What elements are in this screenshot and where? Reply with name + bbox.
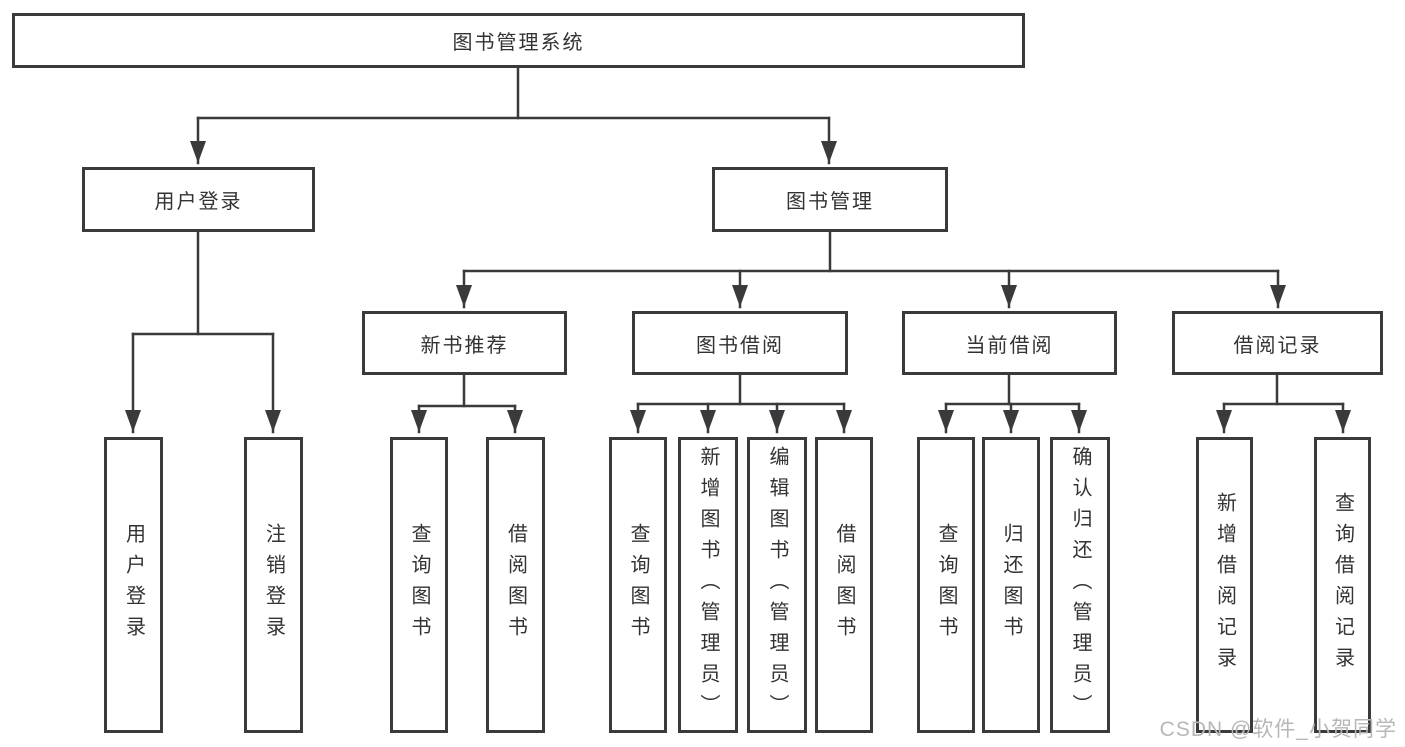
leaf-label: 编辑图书（管理员） <box>766 445 788 725</box>
node-label: 新书推荐 <box>420 334 509 357</box>
node-new-book-recommend: 新书推荐 <box>362 311 567 375</box>
leaf-add-borrow-record: 新增借阅记录 <box>1196 437 1253 733</box>
leaf-label: 查询图书 <box>627 523 649 647</box>
node-book-borrow: 图书借阅 <box>632 311 848 375</box>
leaf-label: 确认归还（管理员） <box>1069 445 1091 725</box>
node-label: 借阅记录 <box>1233 334 1322 357</box>
leaf-confirm-return-admin: 确认归还（管理员） <box>1050 437 1110 733</box>
node-label: 图书管理 <box>786 191 874 213</box>
connector-borrow-children <box>630 373 852 434</box>
leaf-add-book-admin: 新增图书（管理员） <box>678 437 738 733</box>
leaf-label: 用户登录 <box>122 523 145 647</box>
connector-new-rec-children <box>411 373 523 434</box>
node-system-root: 图书管理系统 <box>12 13 1025 68</box>
leaf-query-borrow-record: 查询借阅记录 <box>1314 437 1371 733</box>
connector-records-children <box>1216 373 1351 434</box>
node-label: 当前借阅 <box>965 334 1054 357</box>
leaf-logout: 注销登录 <box>244 437 303 733</box>
leaf-borrow-book-newrec: 借阅图书 <box>486 437 545 733</box>
leaf-return-book: 归还图书 <box>982 437 1040 733</box>
connector-user-login-children <box>125 230 281 434</box>
node-current-borrow: 当前借阅 <box>902 311 1117 375</box>
connector-root-to-level2 <box>190 66 837 165</box>
leaf-label: 注销登录 <box>262 523 285 647</box>
leaf-label: 借阅图书 <box>833 523 855 647</box>
node-user-login: 用户登录 <box>82 167 315 232</box>
leaf-label: 查询图书 <box>408 523 430 647</box>
node-label: 图书借阅 <box>696 334 784 357</box>
leaf-query-book-current: 查询图书 <box>917 437 975 733</box>
node-book-management: 图书管理 <box>712 167 948 232</box>
node-label: 图书管理系统 <box>452 32 585 54</box>
leaf-label: 借阅图书 <box>504 523 527 647</box>
leaf-label: 查询借阅记录 <box>1331 492 1354 678</box>
leaf-label: 新增借阅记录 <box>1213 492 1236 678</box>
connector-current-children <box>938 373 1087 434</box>
leaf-label: 查询图书 <box>935 523 957 647</box>
node-label: 用户登录 <box>154 191 243 213</box>
leaf-query-book-newrec: 查询图书 <box>390 437 448 733</box>
leaf-query-book-borrow: 查询图书 <box>609 437 667 733</box>
connector-book-mgmt-children <box>456 230 1286 309</box>
leaf-edit-book-admin: 编辑图书（管理员） <box>747 437 807 733</box>
csdn-watermark: CSDN @软件_小贺同学 <box>1159 718 1397 741</box>
leaf-label: 新增图书（管理员） <box>697 445 719 725</box>
leaf-label: 归还图书 <box>1000 523 1022 647</box>
node-borrow-records: 借阅记录 <box>1172 311 1383 375</box>
leaf-user-login: 用户登录 <box>104 437 163 733</box>
leaf-borrow-book: 借阅图书 <box>815 437 873 733</box>
